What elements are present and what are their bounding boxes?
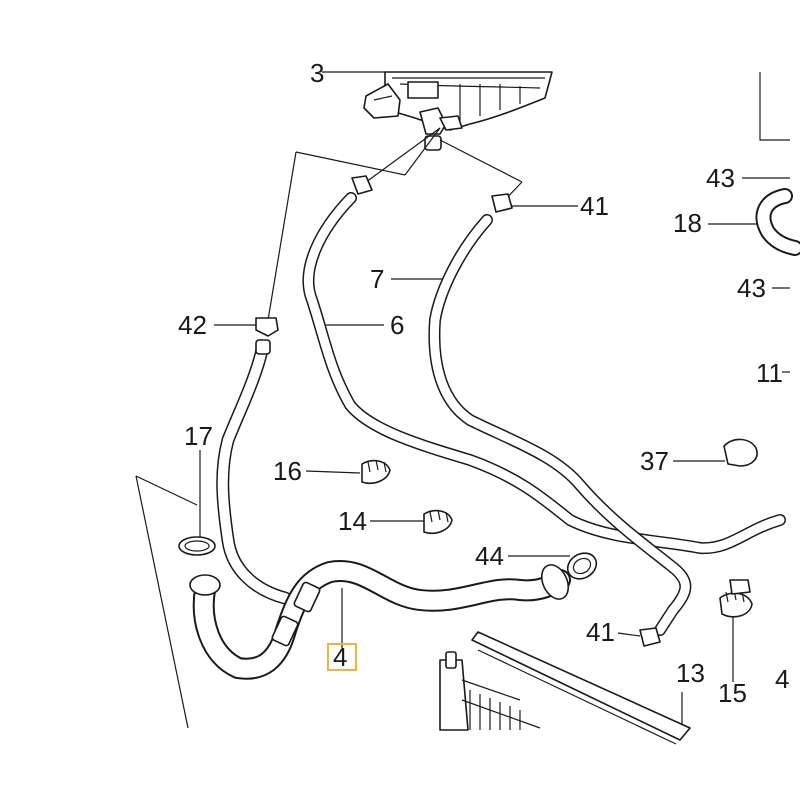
- callout-43: 43: [706, 163, 735, 193]
- callout-13: 13: [676, 658, 705, 688]
- hoses: [189, 188, 800, 680]
- callout-44: 44: [475, 541, 504, 571]
- radiator: [439, 631, 691, 745]
- leader-lines: [135, 71, 790, 729]
- callout-17: 17: [184, 421, 213, 451]
- callout-41: 41: [580, 191, 609, 221]
- callout-6: 6: [390, 310, 404, 340]
- callout-14: 14: [338, 506, 367, 536]
- callout-labels: 3 43 41 18 7 43 42 6 11 17 37 16 14 44 4…: [178, 58, 789, 708]
- callout-18: 18: [673, 208, 702, 238]
- callout-3: 3: [310, 58, 324, 88]
- expansion-tank: [363, 71, 553, 151]
- callout-43: 43: [737, 273, 766, 303]
- callout-4: 4: [333, 642, 347, 672]
- part-4-highlight: [327, 643, 357, 671]
- callout-7: 7: [370, 264, 384, 294]
- callout-partial: 4: [775, 664, 789, 694]
- callout-16: 16: [273, 456, 302, 486]
- right-partial-outline: [759, 72, 790, 141]
- callout-42: 42: [178, 310, 207, 340]
- callout-15: 15: [718, 678, 747, 708]
- callout-41: 41: [586, 617, 615, 647]
- clamps: [178, 175, 758, 647]
- callout-37: 37: [640, 446, 669, 476]
- callout-11: 11: [756, 358, 783, 388]
